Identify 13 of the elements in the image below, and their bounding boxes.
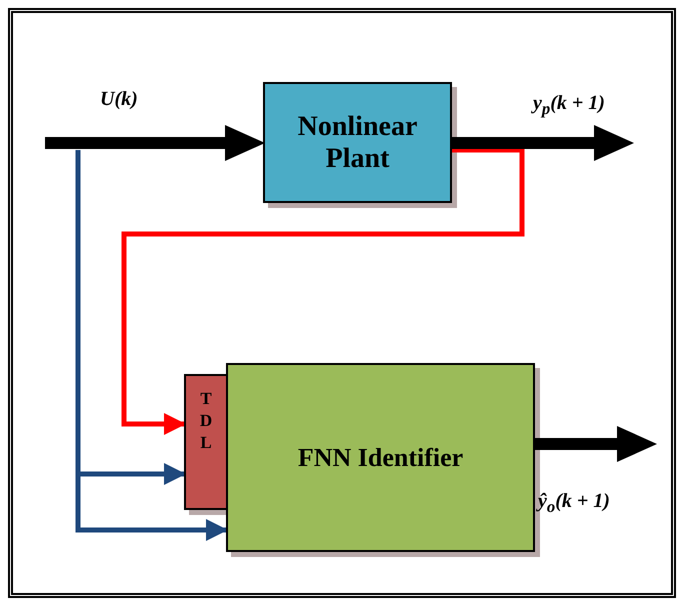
process-box: [226, 363, 535, 552]
signal-label: ŷ$_{o}$(k + 1): [538, 490, 610, 517]
box-label: Nonlinear Plant: [296, 110, 418, 174]
delay-block: [184, 374, 228, 510]
signal-label: U(k): [100, 88, 138, 111]
signal-label: y$_{p}$(k + 1): [533, 92, 605, 119]
arrow: [535, 426, 657, 462]
box-label: TDL: [198, 388, 214, 454]
process-box: [263, 82, 452, 203]
arrow: [452, 125, 634, 161]
arrow: [122, 148, 524, 435]
arrow: [45, 125, 265, 161]
box-label: FNN Identifier: [298, 442, 464, 472]
